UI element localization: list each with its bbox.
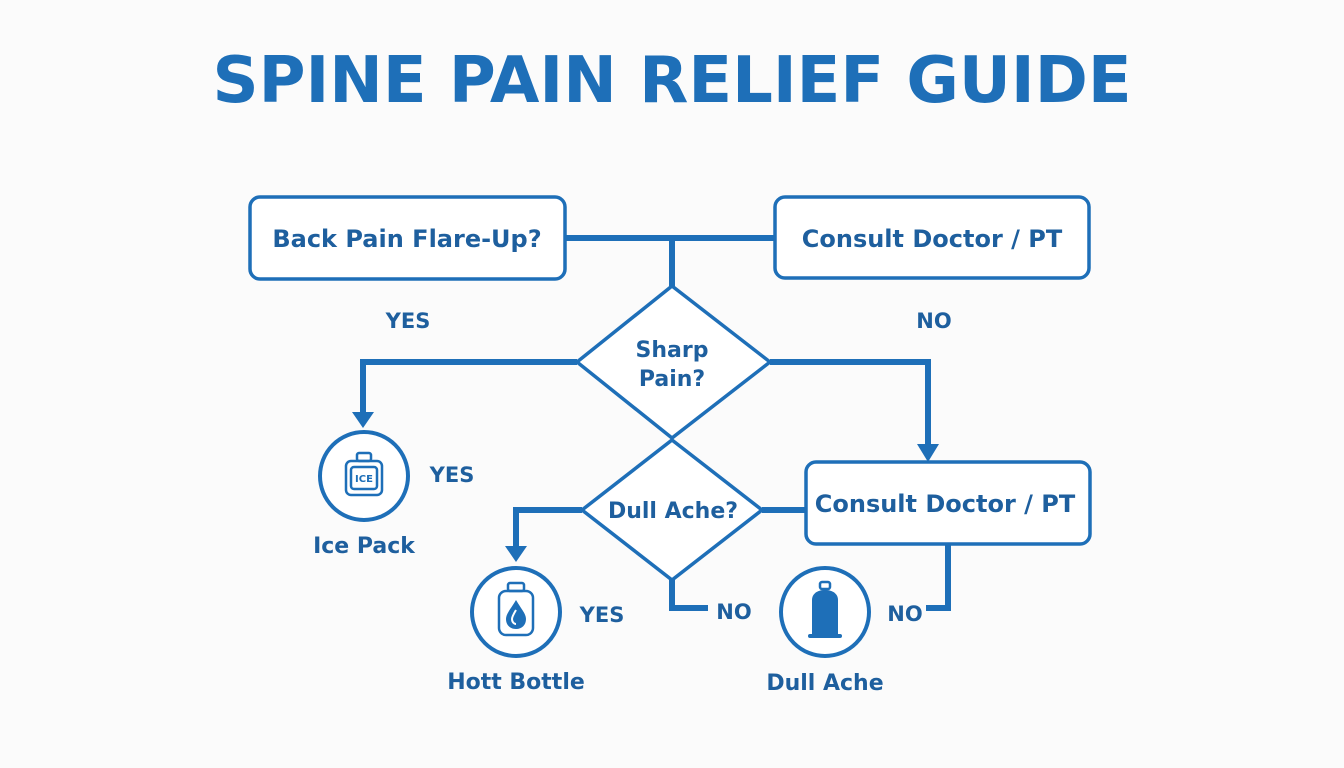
branch-label-no-dull: NO [716,600,751,624]
diamond-dull-label: Dull Ache? [608,499,738,524]
dull-ache-label: Dull Ache [766,671,883,696]
branch-label-yes-top: YES [385,309,431,333]
hot-bottle-label: Hott Bottle [447,670,585,695]
diamond-sharp-label-line1: Sharp [636,338,709,363]
arrowhead-hot [505,546,527,562]
connector-dull-no [669,580,708,611]
connectors [360,235,951,611]
page-title: SPINE PAIN RELIEF GUIDE [212,44,1131,118]
bottle-icon [808,580,842,638]
ice-pack-node: ICE Ice Pack [313,430,416,559]
box-consult-mid-frame [804,460,1092,546]
ice-pack-circle [318,430,410,522]
box-start-frame [248,195,567,281]
box-start: Back Pain Flare-Up? [248,195,567,281]
branch-label-no-top: NO [916,309,951,333]
arrowhead-consult-mid [917,444,939,462]
box-consult-top: Consult Doctor / PT [773,195,1091,280]
branch-label-no-right: NO [887,602,922,626]
connector-sharp-no [770,359,931,446]
diamond-dull-frame [579,437,765,583]
arrowheads [352,412,939,562]
branch-label-yes-hot: YES [579,603,625,627]
ice-pack-label: Ice Pack [313,534,416,559]
branch-label-yes-ice: YES [429,463,475,487]
hot-bottle-node: Hott Bottle [447,566,585,695]
box-consult-top-frame [773,195,1091,280]
box-consult-mid: Consult Doctor / PT [804,460,1092,546]
box-consult-mid-label: Consult Doctor / PT [815,490,1076,518]
diamond-sharp: Sharp Pain? [574,283,773,441]
arrowhead-ice [352,412,374,428]
connector-consult-no [926,544,951,611]
diamond-dull: Dull Ache? [579,437,765,583]
box-start-label: Back Pain Flare-Up? [272,225,541,253]
connector-dull-yes [513,507,582,548]
ice-pack-icon-text: ICE [355,474,373,485]
dull-ache-node: Dull Ache [766,566,884,696]
connector-sharp-yes [360,359,577,414]
diamond-sharp-label-line2: Pain? [639,367,705,392]
hot-water-bottle-icon [497,581,535,637]
ice-pack-icon: ICE [344,451,384,497]
box-consult-top-label: Consult Doctor / PT [802,225,1063,253]
